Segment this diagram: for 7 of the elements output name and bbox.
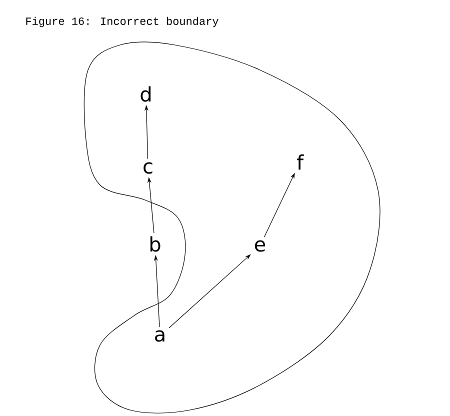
node-letter: e [254,240,266,252]
node-letter: f [296,154,304,170]
node-letter: c [144,162,152,174]
node-letter: b [150,236,160,252]
node-letter: d [140,86,151,102]
figure-title: Figure 16: Incorrect boundary [26,16,218,28]
node-letter: a [155,330,164,342]
